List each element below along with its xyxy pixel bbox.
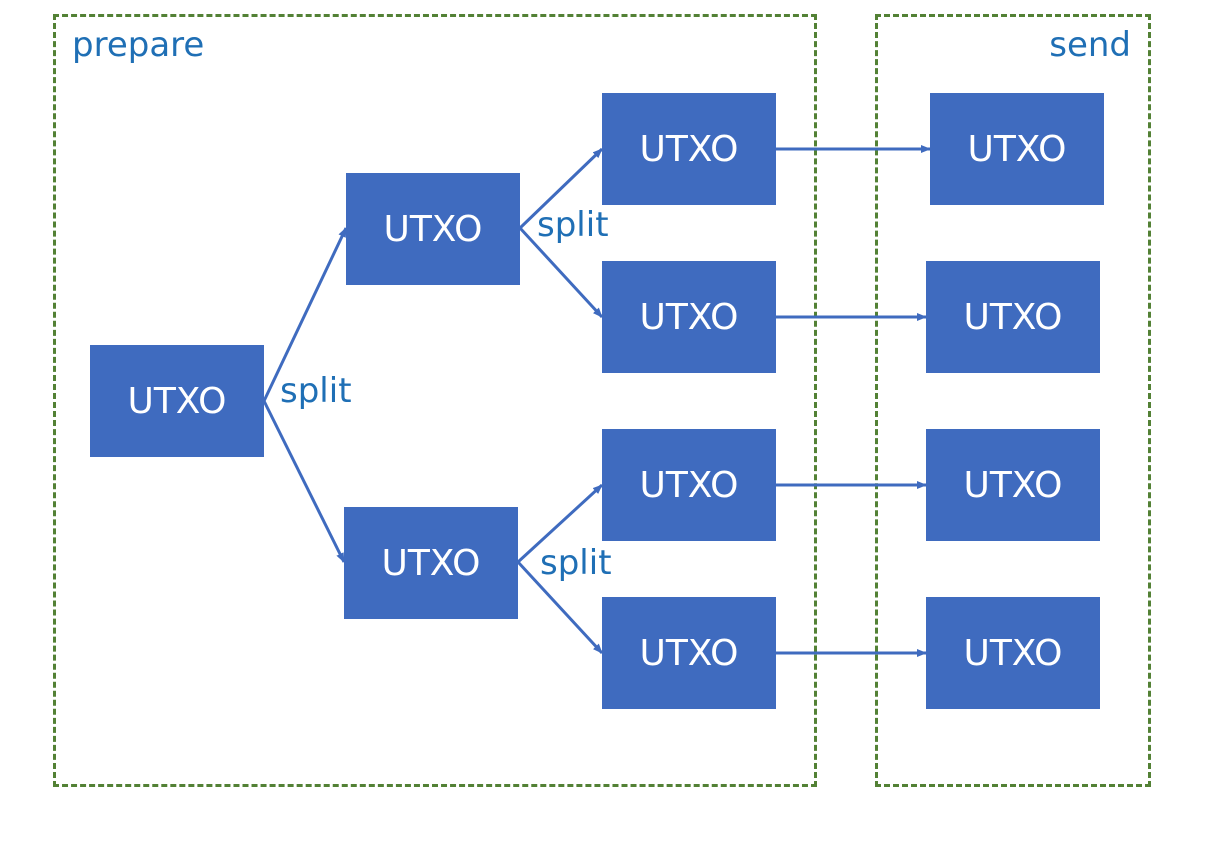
- utxo-node-send-1: UTXO: [930, 93, 1104, 205]
- edge-mid-bottom-to-leaf-3: [516, 483, 604, 564]
- edge-root-to-mid-bottom: [262, 400, 346, 563]
- utxo-node-leaf-4: UTXO: [602, 597, 776, 709]
- utxo-node-root: UTXO: [90, 345, 264, 457]
- prepare-group: [53, 14, 817, 787]
- split-label-top: split: [537, 205, 609, 245]
- send-group: [875, 14, 1151, 787]
- utxo-node-leaf-2: UTXO: [602, 261, 776, 373]
- send-group-label: send: [1049, 25, 1131, 65]
- edge-mid-top-to-leaf-1: [518, 147, 604, 230]
- split-label-root: split: [280, 371, 352, 411]
- edge-mid-bottom-to-leaf-4: [516, 560, 604, 655]
- utxo-node-send-3: UTXO: [926, 429, 1100, 541]
- utxo-node-leaf-1: UTXO: [602, 93, 776, 205]
- edge-mid-top-to-leaf-2: [518, 226, 604, 319]
- utxo-node-leaf-3: UTXO: [602, 429, 776, 541]
- utxo-node-send-4: UTXO: [926, 597, 1100, 709]
- utxo-node-mid-bottom: UTXO: [344, 507, 518, 619]
- utxo-node-mid-top: UTXO: [346, 173, 520, 285]
- utxo-node-send-2: UTXO: [926, 261, 1100, 373]
- prepare-group-label: prepare: [72, 25, 205, 65]
- edge-root-to-mid-top: [262, 227, 348, 402]
- split-label-bottom: split: [540, 543, 612, 583]
